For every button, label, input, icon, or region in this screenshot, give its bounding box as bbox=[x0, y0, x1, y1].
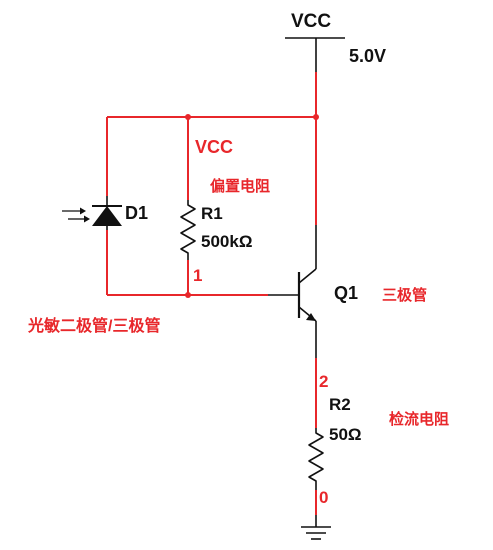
vcc-net-label: VCC bbox=[195, 137, 233, 157]
d1-note: 光敏二极管/三极管 bbox=[27, 316, 160, 335]
junction-r1-top bbox=[185, 114, 191, 120]
vcc-voltage: 5.0V bbox=[349, 46, 386, 66]
junction-vcc bbox=[313, 114, 319, 120]
net-label-2: 2 bbox=[319, 372, 328, 391]
photodiode-d1 bbox=[62, 196, 122, 230]
resistor-r1 bbox=[180, 200, 196, 260]
d1-ref: D1 bbox=[125, 203, 148, 223]
ground-icon bbox=[301, 515, 331, 540]
q1-ref: Q1 bbox=[334, 283, 358, 303]
r2-note: 检流电阻 bbox=[389, 410, 449, 428]
q1-collector-leg bbox=[298, 268, 317, 284]
net-label-1: 1 bbox=[193, 266, 202, 285]
junction-node1 bbox=[185, 292, 191, 298]
vcc-label: VCC bbox=[291, 11, 331, 32]
net-label-0: 0 bbox=[319, 488, 328, 507]
r1-note: 偏置电阻 bbox=[210, 177, 270, 195]
r2-ref: R2 bbox=[329, 395, 351, 414]
resistor-r2 bbox=[308, 428, 324, 490]
transistor-q1 bbox=[268, 225, 317, 358]
junctions bbox=[185, 114, 319, 298]
d1-triangle bbox=[92, 206, 122, 226]
light-arrows-icon bbox=[62, 207, 90, 223]
q1-note: 三极管 bbox=[382, 286, 427, 304]
r2-value: 50Ω bbox=[329, 425, 362, 444]
r1-value: 500kΩ bbox=[201, 232, 252, 251]
r1-ref: R1 bbox=[201, 204, 223, 223]
vcc-source bbox=[285, 37, 345, 72]
q1-emitter-arrow bbox=[306, 313, 316, 321]
